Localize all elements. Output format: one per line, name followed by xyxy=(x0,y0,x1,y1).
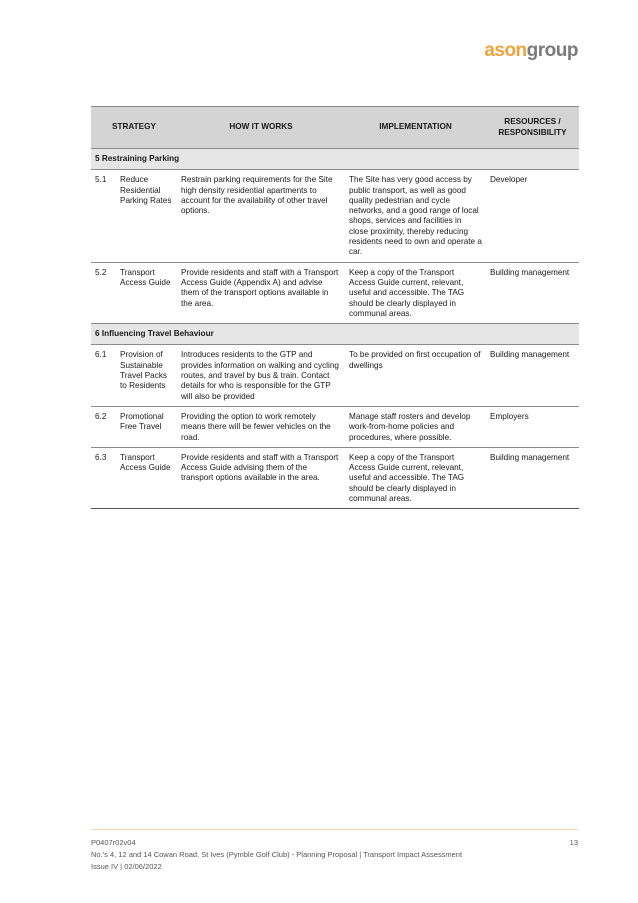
row-number: 6.2 xyxy=(91,406,116,448)
table-row: 6.3 Transport Access Guide Provide resid… xyxy=(91,447,579,510)
row-how: Provide residents and staff with a Trans… xyxy=(177,262,345,325)
row-implementation: The Site has very good access by public … xyxy=(345,169,486,263)
row-responsibility: Building management xyxy=(486,344,579,407)
row-strategy: Transport Access Guide xyxy=(116,262,177,325)
row-responsibility: Building management xyxy=(486,262,579,325)
row-implementation: Keep a copy of the Transport Access Guid… xyxy=(345,447,486,510)
header-resources: RESOURCES / RESPONSIBILITY xyxy=(486,106,579,149)
row-how: Introduces residents to the GTP and prov… xyxy=(177,344,345,407)
row-how: Restrain parking requirements for the Si… xyxy=(177,169,345,263)
row-number: 6.3 xyxy=(91,447,116,510)
header-strategy: STRATEGY xyxy=(91,106,177,149)
table-row: 5.1 Reduce Residential Parking Rates Res… xyxy=(91,169,579,263)
company-logo: asongroup xyxy=(484,40,578,61)
row-responsibility: Developer xyxy=(486,169,579,263)
row-responsibility: Building management xyxy=(486,447,579,510)
row-implementation: Keep a copy of the Transport Access Guid… xyxy=(345,262,486,325)
page-number: 13 xyxy=(569,838,578,847)
row-how: Providing the option to work remotely me… xyxy=(177,406,345,448)
row-strategy: Reduce Residential Parking Rates xyxy=(116,169,177,263)
section-title: 5 Restraining Parking xyxy=(91,147,579,171)
row-how: Provide residents and staff with a Trans… xyxy=(177,447,345,510)
section-title: 6 Influencing Travel Behaviour xyxy=(91,323,579,346)
row-strategy: Provision of Sustainable Travel Packs to… xyxy=(116,344,177,407)
strategy-table: STRATEGY HOW IT WORKS IMPLEMENTATION RES… xyxy=(91,106,579,510)
project-title: No.'s 4, 12 and 14 Cowan Road, St Ives (… xyxy=(91,850,463,859)
row-strategy: Promotional Free Travel xyxy=(116,406,177,448)
table-row: 5.2 Transport Access Guide Provide resid… xyxy=(91,262,579,325)
row-strategy: Transport Access Guide xyxy=(116,447,177,510)
row-responsibility: Employers xyxy=(486,406,579,448)
section-row: 5 Restraining Parking xyxy=(91,147,579,171)
row-implementation: To be provided on first occupation of dw… xyxy=(345,344,486,407)
row-number: 6.1 xyxy=(91,344,116,407)
table-row: 6.1 Provision of Sustainable Travel Pack… xyxy=(91,344,579,407)
row-number: 5.2 xyxy=(91,262,116,325)
issue-date: Issue IV | 02/06/2022 xyxy=(91,862,162,871)
section-row: 6 Influencing Travel Behaviour xyxy=(91,323,579,346)
row-implementation: Manage staff rosters and develop work-fr… xyxy=(345,406,486,448)
header-implementation: IMPLEMENTATION xyxy=(345,106,486,149)
footer-divider xyxy=(91,829,578,830)
header-how-it-works: HOW IT WORKS xyxy=(177,106,345,149)
row-number: 5.1 xyxy=(91,169,116,263)
table-header-row: STRATEGY HOW IT WORKS IMPLEMENTATION RES… xyxy=(91,106,579,149)
document-reference: P0407r02v04 xyxy=(91,838,136,847)
table-row: 6.2 Promotional Free Travel Providing th… xyxy=(91,406,579,448)
